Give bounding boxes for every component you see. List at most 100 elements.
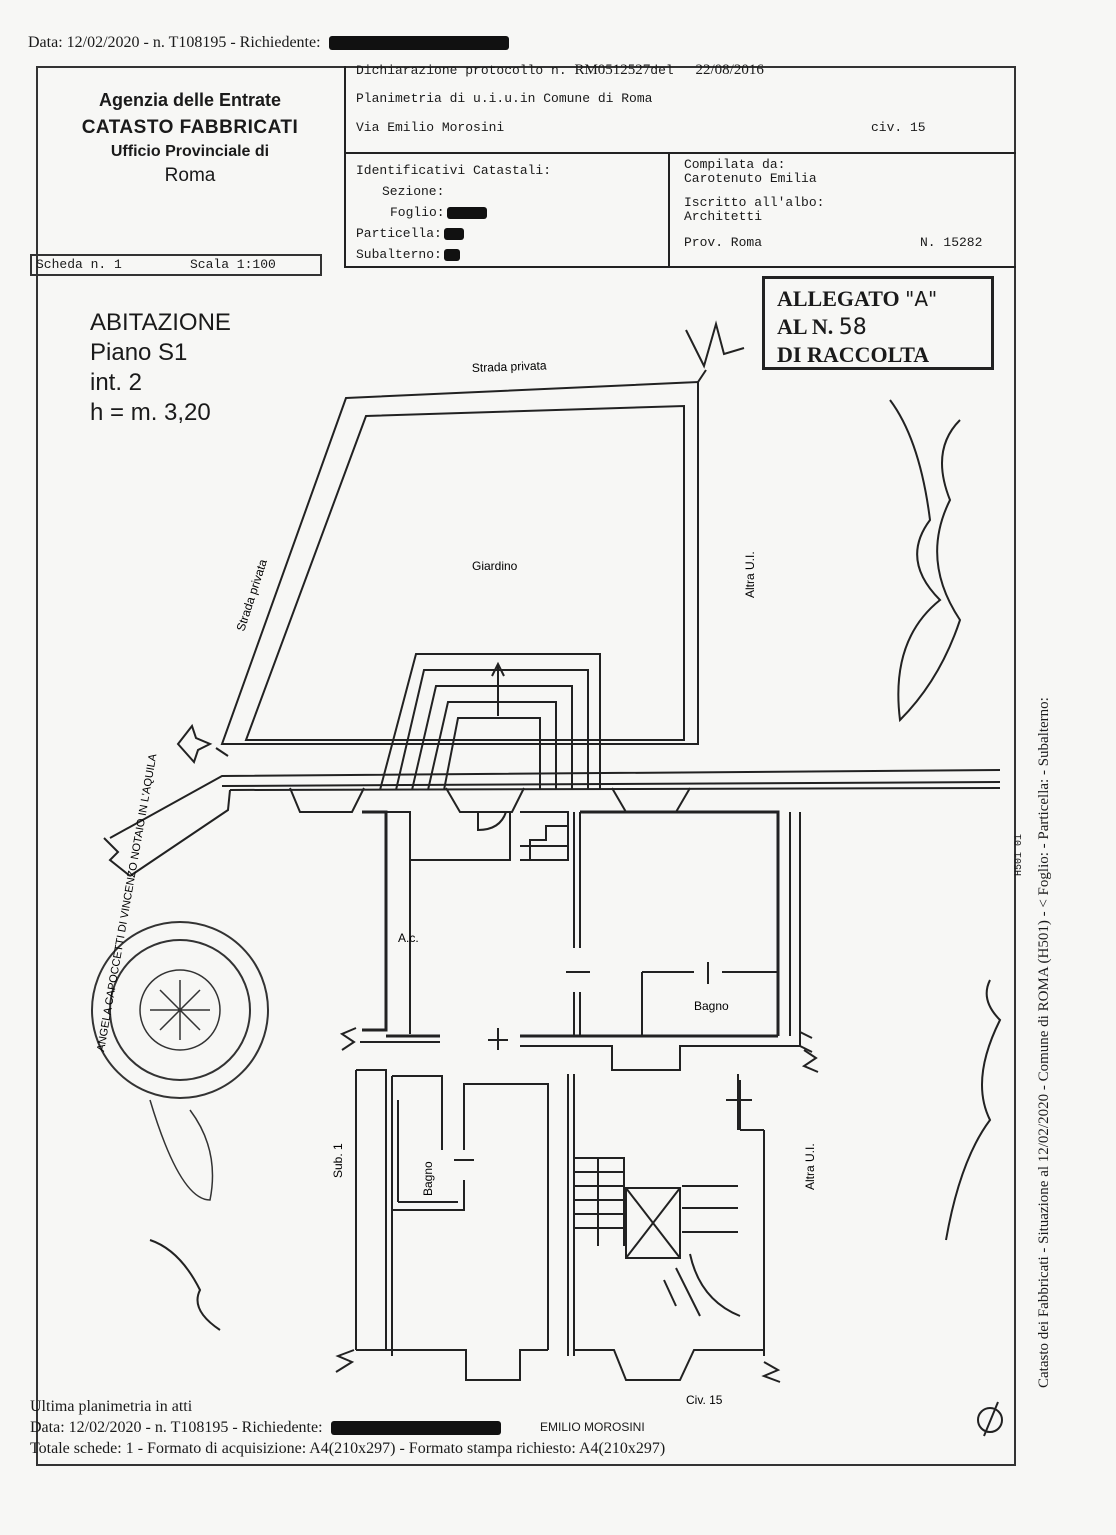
footer: Ultima planimetria in atti Data: 12/02/2… [30, 1396, 665, 1459]
sezione-label: Sezione: [382, 184, 445, 199]
break-line [215, 747, 229, 757]
notary-seal [91, 921, 269, 1201]
side-code-text: H501 01 [1014, 833, 1025, 876]
scheda-label: Scheda n. 1 [36, 257, 122, 272]
foglio-label: Foglio: [390, 205, 445, 220]
garden-steps [411, 685, 573, 791]
prov-row: Prov. Roma N. 15282 [684, 236, 994, 250]
address-text: Via Emilio Morosini [356, 120, 505, 135]
door-swing [477, 811, 507, 832]
side-caption: Catasto dei Fabbricati - Situazione al 1… [1036, 697, 1053, 1388]
footer-line-2: Data: 12/02/2020 - n. T108195 - Richiede… [30, 1417, 665, 1438]
allegato-number: 58 [838, 315, 867, 340]
label-giardino: Giardino [472, 559, 518, 573]
label-altra-ui-1: Altra U.I. [743, 551, 757, 598]
registration-number: N. 15282 [920, 235, 983, 250]
document-frame [36, 66, 1016, 1466]
building-wall [737, 1074, 765, 1356]
side-caption-text: Catasto dei Fabbricati - Situazione al 1… [1036, 697, 1052, 1388]
building-wall [289, 787, 365, 813]
door-mark [566, 962, 709, 984]
unit-info: ABITAZIONE Piano S1 int. 2 h = m. 3,20 [90, 308, 231, 428]
footer-line-3: Totale schede: 1 - Formato di acquisizio… [30, 1440, 666, 1457]
allegato-line-1: ALLEGATO "A" [777, 285, 991, 313]
protocol-date: 22/08/2016 [695, 62, 764, 78]
top-header-text: Data: 12/02/2020 - n. T108195 - Richiede… [28, 34, 321, 51]
plan-title: Planimetria di u.i.u.in Comune di Roma [356, 91, 653, 106]
albo-label: Iscritto all'albo: [684, 195, 825, 210]
garden-steps [395, 669, 589, 791]
redaction-bar [330, 1421, 501, 1436]
garden-outline [220, 380, 699, 745]
label-strada-top: Strada privata [472, 358, 547, 375]
scale-label: Scala 1:100 [190, 257, 276, 272]
protocol-line: Dichiarazione protocollo n. RM0512527del… [356, 62, 1006, 79]
label-civ: Civ. 15 [686, 1393, 723, 1407]
door-mark [726, 1080, 752, 1130]
stair-flight [574, 1157, 625, 1246]
unit-interior: int. 2 [90, 369, 143, 396]
entrance-arrow [176, 723, 213, 764]
footer-line-1: Ultima planimetria in atti [30, 1398, 193, 1415]
break-line [339, 1027, 819, 1073]
header-divider [344, 266, 1016, 268]
allegato-line-3: DI RACCOLTA [777, 342, 930, 367]
door-mark [488, 1028, 508, 1050]
scheda-box: Scheda n. 1 Scala 1:100 [30, 254, 322, 276]
room-wall [520, 811, 569, 861]
subalterno-row: Subalterno: [356, 244, 656, 265]
stair-flight [663, 1185, 741, 1317]
elevator [625, 1187, 681, 1259]
road-edge [109, 769, 1001, 839]
label-altra-ui-2: Altra U.I. [803, 1143, 817, 1190]
compiler-block: Compilata da: Carotenuto Emilia Iscritto… [684, 158, 994, 250]
building-wall [611, 787, 691, 813]
north-symbol [977, 1407, 1003, 1433]
redaction-bar [446, 206, 487, 219]
building-wall [355, 1069, 387, 1351]
redaction-bar [443, 227, 464, 240]
header-divider [344, 66, 346, 268]
break-line [335, 1349, 781, 1383]
break-line [697, 369, 707, 383]
label-sub: Sub. 1 [331, 1143, 345, 1178]
building-wall [360, 1041, 800, 1071]
unit-height: h = m. 3,20 [90, 399, 211, 426]
compiler-label: Compilata da: [684, 157, 786, 172]
room-wall [391, 1075, 549, 1356]
building-wall [356, 1349, 764, 1381]
signature [149, 399, 1002, 1331]
foglio-row: Foglio: [356, 202, 656, 223]
allegato-line-2: AL N. 58 [777, 313, 991, 341]
identifiers-block: Identificativi Catastali: Sezione: Fogli… [356, 160, 656, 265]
redaction-bar [443, 248, 460, 261]
label-bagno-1: Bagno [694, 999, 729, 1013]
seal-ring-text: ANGELA CAPOCCETTI DI VINCENZO NOTAIO IN … [95, 752, 159, 1052]
label-bagno-2: Bagno [421, 1161, 435, 1196]
address-line: Via Emilio Morosini civ. 15 [356, 120, 1006, 135]
top-header-line: Data: 12/02/2020 - n. T108195 - Richiede… [28, 34, 509, 52]
room-wall [386, 811, 511, 861]
civic-number: civ. 15 [871, 120, 926, 135]
unit-floor: Piano S1 [90, 339, 188, 366]
break-line [799, 1031, 813, 1053]
arrow-up [491, 661, 505, 716]
allegato-stamp: ALLEGATO "A" AL N. 58 DI RACCOLTA [762, 276, 994, 370]
identifiers-heading: Identificativi Catastali: [356, 163, 552, 178]
label-ac: A.c. [398, 931, 419, 945]
particella-row: Particella: [356, 223, 656, 244]
office-name: Ufficio Provinciale di [110, 143, 270, 160]
door-mark [454, 1104, 474, 1161]
street-name: EMILIO MOROSINI [540, 1420, 645, 1434]
unit-type: ABITAZIONE [90, 309, 231, 336]
break-line [103, 837, 131, 877]
break-line [685, 320, 745, 369]
protocol-number: RM0512527 [574, 62, 651, 78]
room-wall [641, 971, 778, 1036]
room-wall [573, 812, 581, 1036]
allegato-text: ALLEGATO [777, 286, 900, 311]
garden-steps [379, 653, 601, 791]
allegato-number-label: AL N. [777, 314, 834, 339]
protocol-label: Dichiarazione protocollo n. [356, 63, 567, 78]
allegato-letter: "A" [905, 287, 938, 311]
